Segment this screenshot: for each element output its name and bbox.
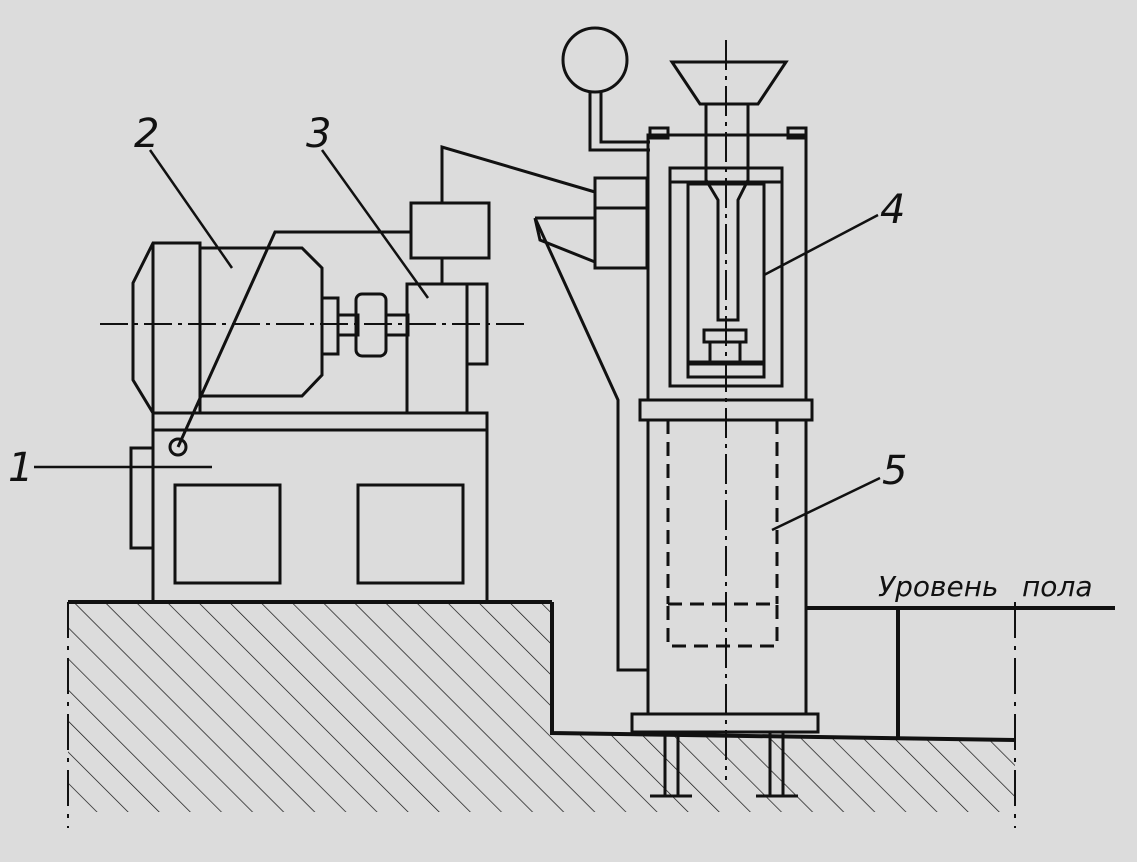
shaft-coupling xyxy=(336,292,410,358)
leader-lines xyxy=(34,149,881,532)
pressure-gauge xyxy=(561,26,650,152)
floor-level-caption-word-1: Уровень xyxy=(878,570,999,603)
foundation-hatching xyxy=(67,602,1016,828)
base-frame xyxy=(129,411,489,604)
pump-block xyxy=(405,282,489,415)
label-part-5: 5 xyxy=(882,448,907,494)
label-part-4: 4 xyxy=(880,187,905,233)
label-part-1: 1 xyxy=(8,445,33,491)
control-box xyxy=(176,144,596,448)
valve-blocks xyxy=(533,176,649,672)
label-part-2: 2 xyxy=(134,111,159,157)
floor-level-caption-word-2: пола xyxy=(1022,570,1093,603)
label-part-3: 3 xyxy=(306,111,331,157)
hydraulic-cylinder xyxy=(630,40,820,798)
